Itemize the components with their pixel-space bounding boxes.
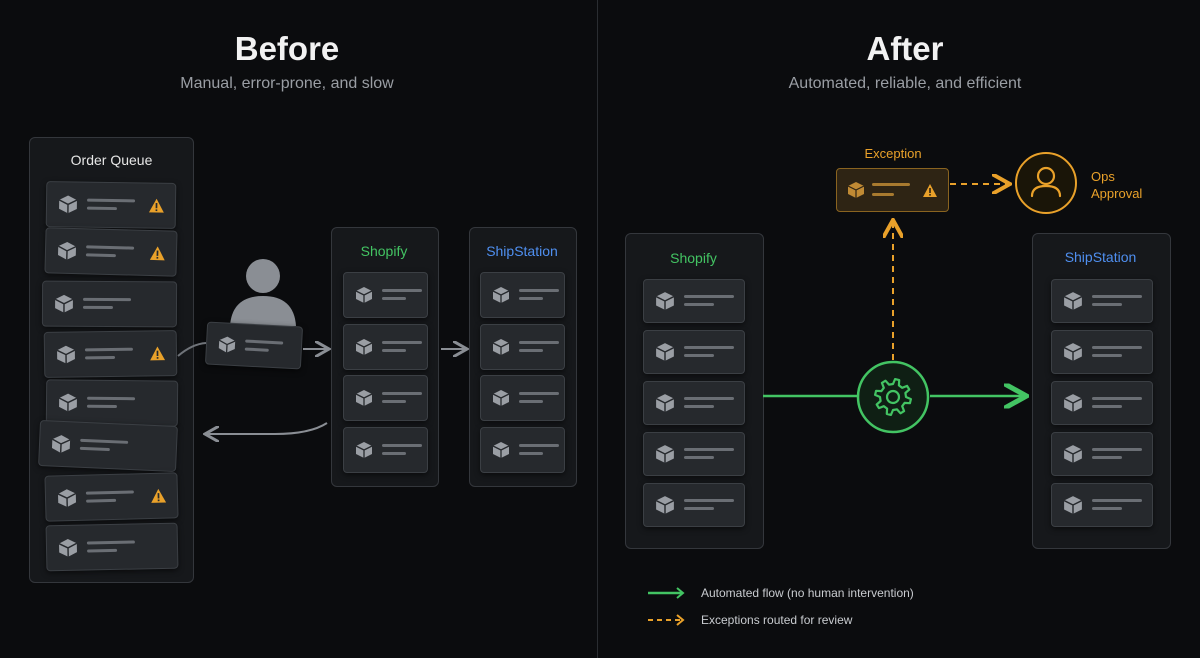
ops-label-line1: Ops xyxy=(1091,169,1115,184)
package-icon xyxy=(1063,444,1083,469)
before-subtitle: Manual, error-prone, and slow xyxy=(180,75,394,92)
system-order-card xyxy=(480,375,565,421)
order-queue-label: Order Queue xyxy=(70,152,153,168)
package-icon xyxy=(217,335,236,359)
after-shopify-label: Shopify xyxy=(670,250,717,266)
system-order-card xyxy=(643,279,745,323)
package-icon xyxy=(655,495,675,520)
system-order-card xyxy=(643,381,745,425)
queue-order-card xyxy=(45,181,177,229)
system-order-card xyxy=(343,427,428,473)
package-icon xyxy=(355,441,373,464)
package-icon xyxy=(1063,393,1083,418)
package-icon xyxy=(355,286,373,309)
system-order-card xyxy=(1051,432,1153,476)
queue-order-card xyxy=(44,227,178,277)
system-order-card xyxy=(643,432,745,476)
package-icon xyxy=(50,434,71,460)
system-order-card xyxy=(1051,279,1153,323)
legend-exceptions: Exceptions routed for review xyxy=(701,613,853,627)
package-icon xyxy=(492,286,510,309)
after-subtitle: Automated, reliable, and efficient xyxy=(788,75,1022,92)
package-icon xyxy=(57,241,78,267)
warning-icon xyxy=(149,345,166,366)
system-order-card xyxy=(343,324,428,370)
queue-order-card xyxy=(38,420,178,472)
after-flow-arrows xyxy=(763,0,1200,434)
queue-order-card xyxy=(45,379,179,427)
system-order-card xyxy=(643,483,745,527)
package-icon xyxy=(58,194,78,219)
system-order-card xyxy=(343,272,428,318)
system-order-card xyxy=(1051,330,1153,374)
package-icon xyxy=(54,294,74,319)
package-icon xyxy=(355,338,373,361)
queue-order-card xyxy=(44,472,179,522)
package-icon xyxy=(492,389,510,412)
system-order-card xyxy=(643,330,745,374)
shopify-back-to-queue-arrow xyxy=(207,422,328,434)
warning-icon xyxy=(923,184,937,197)
warning-icon xyxy=(149,245,167,266)
system-order-card xyxy=(480,324,565,370)
before-title: Before xyxy=(234,30,340,67)
person-icon xyxy=(230,259,296,326)
queue-to-person-arrow xyxy=(177,342,207,357)
order-in-hand-card xyxy=(204,321,304,370)
before-shipstation-label: ShipStation xyxy=(486,243,558,259)
legend-swatches xyxy=(648,587,685,626)
package-icon xyxy=(492,441,510,464)
system-order-card xyxy=(343,375,428,421)
package-icon xyxy=(57,488,78,514)
queue-order-card xyxy=(45,522,179,572)
after-shipstation-label: ShipStation xyxy=(1064,249,1137,265)
after-title: After xyxy=(866,30,944,67)
exception-label: Exception xyxy=(864,146,922,161)
package-icon xyxy=(655,393,675,418)
package-icon xyxy=(1063,291,1083,316)
system-order-card xyxy=(480,427,565,473)
package-icon xyxy=(56,344,76,369)
before-shopify-label: Shopify xyxy=(360,243,408,259)
gear-icon xyxy=(856,360,930,434)
ops-label-line2: Approval xyxy=(1091,186,1143,201)
package-icon xyxy=(355,389,373,412)
ops-approval-icon xyxy=(1015,152,1077,214)
package-icon xyxy=(1063,495,1083,520)
package-icon xyxy=(1063,342,1083,367)
package-icon xyxy=(655,444,675,469)
section-divider xyxy=(597,0,598,658)
queue-order-card xyxy=(43,330,178,378)
before-flow-arrows xyxy=(177,0,600,658)
system-order-card xyxy=(480,272,565,318)
system-order-card xyxy=(1051,381,1153,425)
package-icon xyxy=(58,392,78,417)
queue-order-card xyxy=(41,280,178,328)
package-icon xyxy=(58,538,79,563)
package-icon xyxy=(492,338,510,361)
ops-approval-label: Ops Approval xyxy=(1091,168,1142,202)
warning-icon xyxy=(150,488,168,509)
system-order-card xyxy=(1051,483,1153,527)
legend-automated: Automated flow (no human intervention) xyxy=(701,586,914,600)
exception-card xyxy=(836,168,949,212)
package-icon xyxy=(655,291,675,316)
package-icon xyxy=(847,182,865,198)
package-icon xyxy=(655,342,675,367)
warning-icon xyxy=(148,198,165,219)
